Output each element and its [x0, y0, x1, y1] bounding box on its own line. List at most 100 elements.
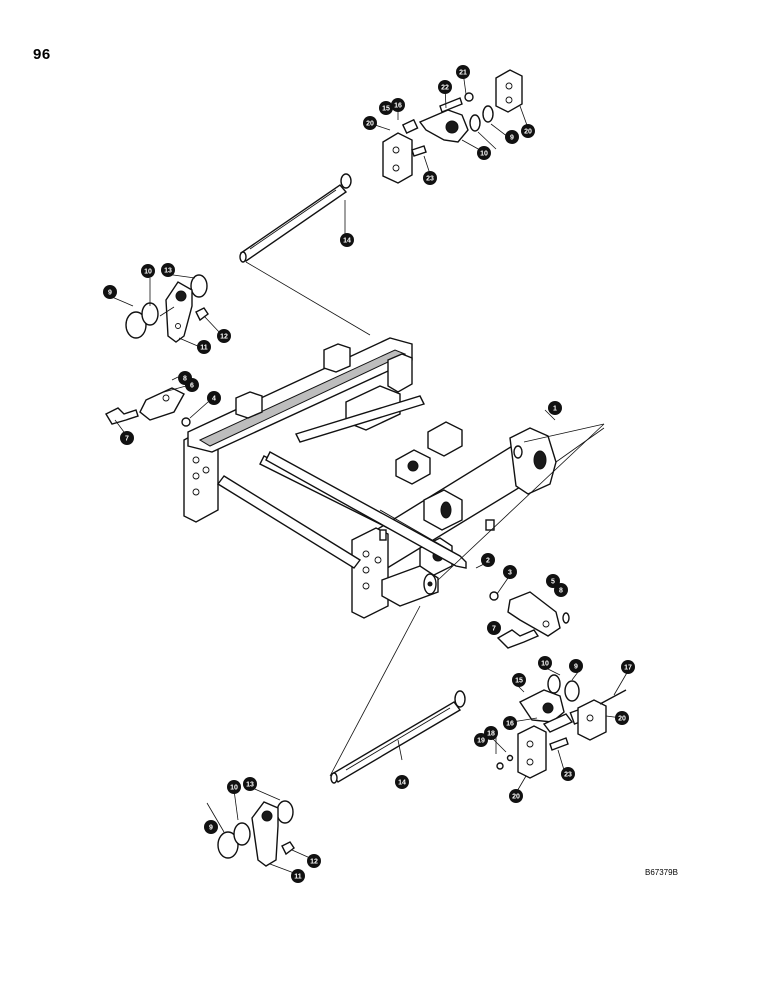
callout-marker — [474, 733, 488, 747]
callout-marker — [379, 101, 393, 115]
callout-5: 5 — [546, 574, 560, 588]
callout-label: 4 — [212, 396, 216, 403]
callout-9: 9 — [103, 285, 117, 299]
lever-lower-right — [518, 689, 565, 723]
clevis-right — [507, 591, 561, 637]
callout-marker — [456, 65, 470, 79]
callout-label: 18 — [487, 731, 495, 738]
callout-marker — [178, 371, 192, 385]
nut-left-upper — [195, 307, 209, 322]
callout-label: 15 — [382, 106, 390, 113]
washer-left-upper-2 — [190, 274, 208, 298]
callout-14: 14 — [395, 775, 409, 789]
callout-1: 1 — [548, 401, 562, 415]
callout-marker — [243, 777, 257, 791]
washer-upper — [469, 114, 481, 132]
callout-14: 14 — [340, 233, 354, 247]
callout-12: 12 — [217, 329, 231, 343]
callout-13: 13 — [161, 263, 175, 277]
frame-right-plate — [351, 527, 389, 619]
upper-right-linkage-group — [382, 69, 523, 184]
callout-label: 16 — [506, 721, 514, 728]
washer-left-upper — [141, 302, 159, 326]
callout-20: 20 — [521, 124, 535, 138]
callout-label: 20 — [618, 716, 626, 723]
lower-shaft-group — [329, 605, 466, 784]
callout-marker — [207, 391, 221, 405]
upper-shaft-group — [239, 173, 371, 336]
callout-16: 16 — [503, 716, 517, 730]
callout-marker — [503, 565, 517, 579]
callout-label: 21 — [459, 70, 467, 77]
cross-tube-lower — [216, 475, 362, 569]
callout-7: 7 — [120, 431, 134, 445]
callout-label: 13 — [164, 268, 172, 275]
callout-marker — [505, 130, 519, 144]
snap-ring-shaft-lower — [454, 690, 466, 708]
callout-15: 15 — [512, 673, 526, 687]
mounting-plate-upper-left — [382, 132, 413, 184]
callout-9: 9 — [204, 820, 218, 834]
callout-label: 11 — [294, 874, 302, 881]
callout-3: 3 — [503, 565, 517, 579]
callout-marker — [554, 583, 568, 597]
callout-23: 23 — [423, 171, 437, 185]
callout-12: 12 — [307, 854, 321, 868]
callout-label: 5 — [551, 579, 555, 586]
callout-7: 7 — [487, 621, 501, 635]
callout-11: 11 — [197, 340, 211, 354]
bolt-right — [496, 629, 540, 649]
snap-ring-shaft-upper — [340, 173, 352, 189]
snap-ring-left-lower — [217, 831, 239, 859]
nut-left — [181, 417, 191, 427]
protruding-pin — [381, 565, 439, 607]
callout-label: 22 — [441, 85, 449, 92]
callout-label: 16 — [394, 103, 402, 110]
callout-label: 12 — [310, 859, 318, 866]
plate-lower-left — [517, 725, 547, 779]
callout-13: 13 — [243, 777, 257, 791]
bushing-upper — [401, 118, 419, 134]
callout-marker — [481, 553, 495, 567]
callout-19: 19 — [474, 733, 488, 747]
callout-label: 14 — [343, 238, 351, 245]
nut-left-lower — [281, 841, 295, 856]
callout-marker — [204, 820, 218, 834]
callout-20: 20 — [363, 116, 377, 130]
callout-label: 7 — [125, 436, 129, 443]
callout-label: 9 — [510, 135, 514, 142]
callout-16: 16 — [391, 98, 405, 112]
callout-marker — [477, 146, 491, 160]
callout-label: 2 — [486, 558, 490, 565]
callout-marker — [120, 431, 134, 445]
callout-22: 22 — [438, 80, 452, 94]
callout-label: 20 — [366, 121, 374, 128]
bolt-lower-right — [599, 689, 627, 705]
callout-marker — [141, 264, 155, 278]
callout-10: 10 — [227, 780, 241, 794]
clevis-left-group — [105, 372, 191, 427]
callout-label: 14 — [398, 780, 406, 787]
callout-marker — [509, 789, 523, 803]
lower-left-lever-group — [217, 800, 295, 867]
callout-marker — [217, 329, 231, 343]
lever-upper — [418, 109, 469, 143]
callout-2: 2 — [481, 553, 495, 567]
clevis-right-group — [489, 591, 570, 649]
callout-17: 17 — [621, 660, 635, 674]
washer-left-lower — [233, 822, 251, 846]
splined-shaft-upper — [240, 184, 348, 262]
callout-marker — [340, 233, 354, 247]
callout-marker — [487, 621, 501, 635]
callout-4: 4 — [207, 391, 221, 405]
callout-marker — [621, 660, 635, 674]
callout-9: 9 — [505, 130, 519, 144]
callout-11: 11 — [291, 869, 305, 883]
bolt-left — [105, 407, 139, 425]
callout-marker — [521, 124, 535, 138]
callout-marker — [197, 340, 211, 354]
callout-marker — [546, 574, 560, 588]
callout-label: 13 — [246, 782, 254, 789]
lower-right-linkage-group — [496, 674, 627, 779]
bushing-lower-right — [542, 713, 574, 733]
